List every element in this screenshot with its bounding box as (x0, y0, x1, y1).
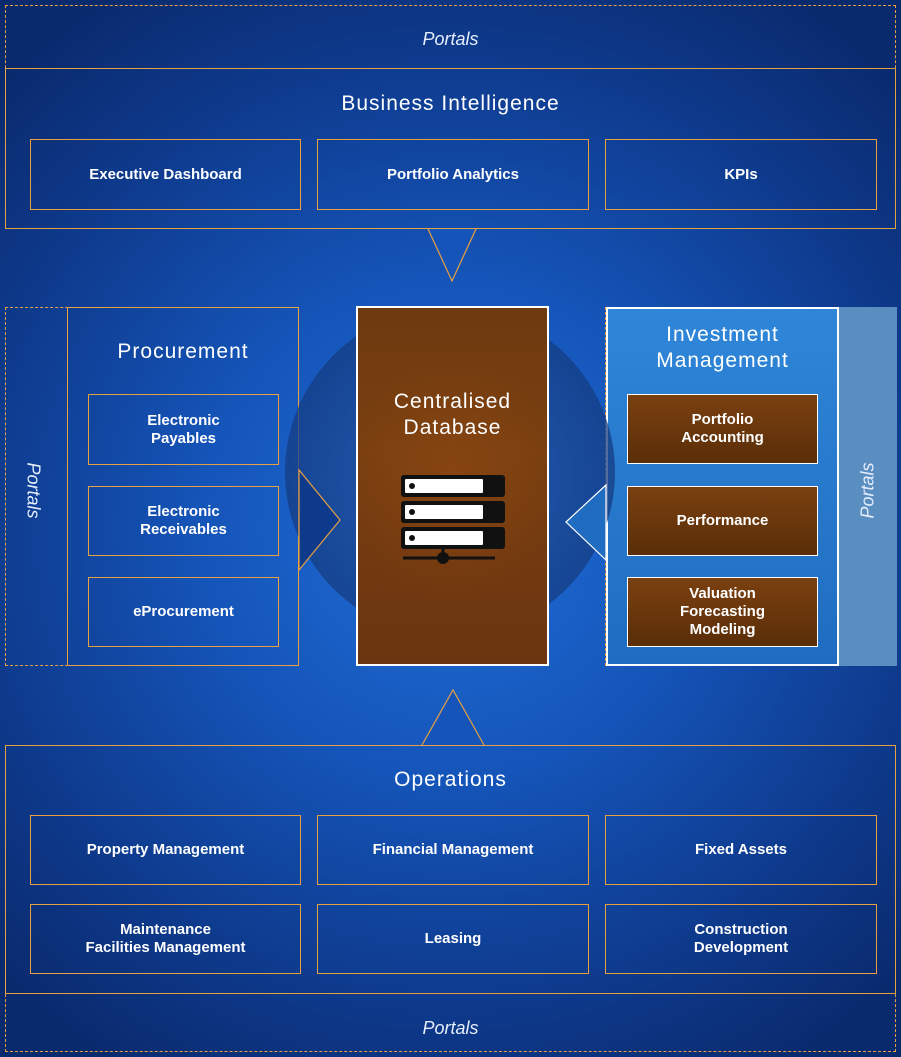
construction-box[interactable]: Construction Development (605, 904, 877, 974)
leasing-label: Leasing (424, 930, 482, 947)
database-title: Centralised Database (393, 390, 512, 439)
valuation-label: Valuation Forecasting Modeling (679, 585, 766, 638)
operations-panel (5, 745, 896, 994)
portfolio-analytics-box[interactable]: Portfolio Analytics (317, 139, 589, 210)
executive-dashboard-label: Executive Dashboard (89, 165, 242, 183)
eprocurement-box[interactable]: eProcurement (88, 577, 279, 647)
financial-management-box[interactable]: Financial Management (317, 815, 589, 885)
kpis-box[interactable]: KPIs (605, 139, 877, 210)
right-arrow (565, 483, 607, 562)
electronic-receivables-label: Electronic Receivables (140, 503, 227, 538)
top-arrow (428, 229, 476, 281)
portals-bottom-label: Portals (422, 1018, 479, 1038)
operations-title: Operations (394, 768, 507, 791)
valuation-box[interactable]: Valuation Forecasting Modeling (627, 577, 818, 647)
eprocurement-label: eProcurement (133, 603, 234, 620)
kpis-label: KPIs (724, 165, 758, 183)
financial-management-label: Financial Management (372, 841, 534, 858)
maintenance-box[interactable]: Maintenance Facilities Management (30, 904, 301, 974)
portfolio-accounting-box[interactable]: Portfolio Accounting (627, 394, 818, 464)
procurement-title: Procurement (117, 340, 249, 363)
maintenance-label: Maintenance Facilities Management (85, 921, 246, 956)
portals-right-strip (838, 307, 897, 666)
construction-label: Construction Development (693, 921, 789, 956)
business-intelligence-panel (5, 68, 896, 229)
fixed-assets-label: Fixed Assets (695, 841, 787, 858)
server-icon (401, 475, 505, 564)
property-management-box[interactable]: Property Management (30, 815, 301, 885)
executive-dashboard-box[interactable]: Executive Dashboard (30, 139, 301, 210)
portfolio-analytics-label: Portfolio Analytics (387, 165, 519, 183)
performance-label: Performance (676, 512, 769, 529)
electronic-payables-label: Electronic Payables (147, 411, 220, 447)
performance-box[interactable]: Performance (627, 486, 818, 556)
left-arrow (298, 468, 341, 572)
portals-top-label: Portals (422, 29, 479, 49)
investment-management-title: Investment Management (656, 323, 789, 372)
bottom-arrow (422, 690, 484, 745)
business-intelligence-title: Business Intelligence (341, 92, 560, 115)
portfolio-accounting-label: Portfolio Accounting (681, 411, 764, 446)
electronic-receivables-box[interactable]: Electronic Receivables (88, 486, 279, 556)
fixed-assets-box[interactable]: Fixed Assets (605, 815, 877, 885)
property-management-label: Property Management (86, 841, 245, 858)
leasing-box[interactable]: Leasing (317, 904, 589, 974)
electronic-payables-box[interactable]: Electronic Payables (88, 394, 279, 465)
